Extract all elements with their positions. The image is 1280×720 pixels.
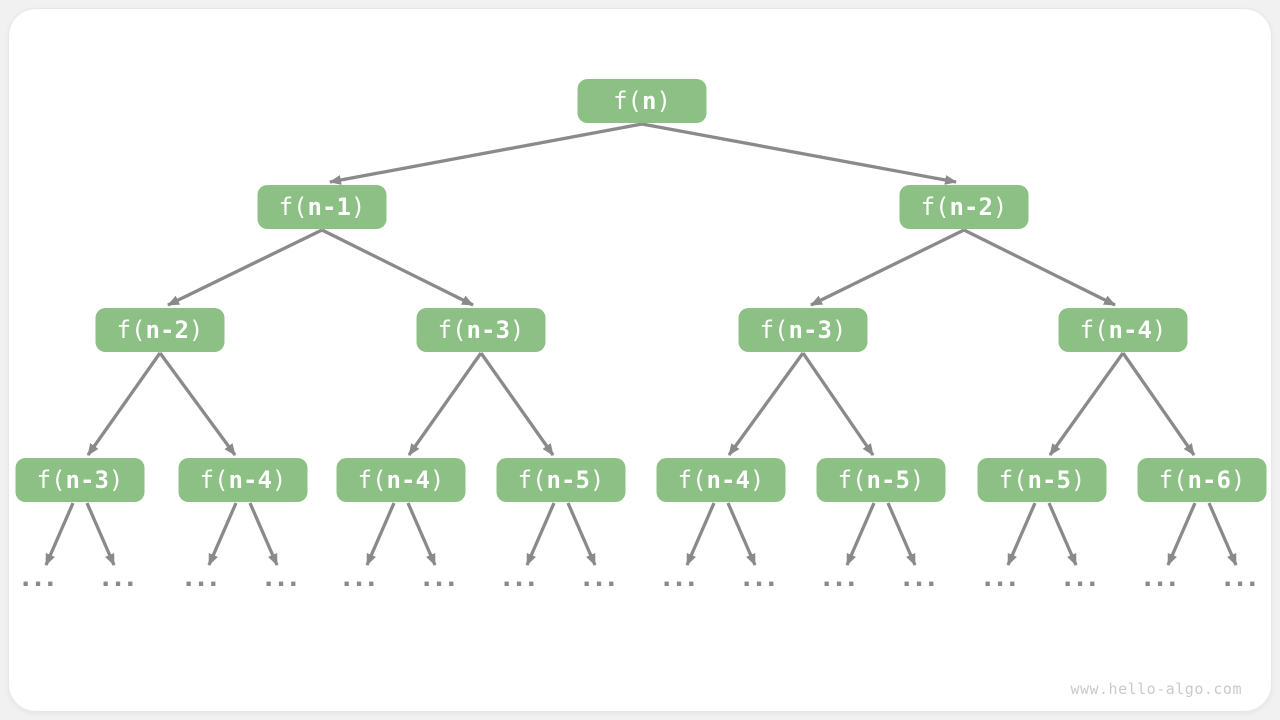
tree-node: f(n-5) xyxy=(496,458,626,502)
node-label-segment: n-5 xyxy=(546,466,590,494)
ellipsis: ... xyxy=(264,560,302,593)
node-label-segment: ) xyxy=(656,87,671,115)
ellipsis: ... xyxy=(742,560,780,593)
ellipsis: ... xyxy=(342,560,380,593)
tree-node: f(n-5) xyxy=(816,458,946,502)
ellipsis: ... xyxy=(1223,560,1261,593)
ellipsis: ... xyxy=(21,560,59,593)
ellipsis: ... xyxy=(101,560,139,593)
node-label-segment: ) xyxy=(429,466,445,494)
node-label-segment: f( xyxy=(613,87,642,115)
node-label-segment: ) xyxy=(350,193,366,221)
node-label-segment: n-4 xyxy=(1108,316,1152,344)
node-label-segment: f( xyxy=(199,466,229,494)
ellipsis: ... xyxy=(582,560,620,593)
node-label-segment: f( xyxy=(437,316,467,344)
ellipsis: ... xyxy=(422,560,460,593)
node-label-segment: n-5 xyxy=(1027,466,1071,494)
node-label-segment: f( xyxy=(36,466,66,494)
node-label-segment: ) xyxy=(108,466,124,494)
node-label-segment: n-3 xyxy=(466,316,510,344)
node-label-segment: ) xyxy=(1151,316,1167,344)
node-label-segment: n-4 xyxy=(706,466,750,494)
node-label-segment: ) xyxy=(188,316,204,344)
tree-node: f(n-5) xyxy=(977,458,1107,502)
node-label-segment: ) xyxy=(749,466,765,494)
node-label-segment: ) xyxy=(1070,466,1086,494)
node-label-segment: f( xyxy=(837,466,867,494)
tree-node: f(n) xyxy=(577,79,707,123)
watermark: www.hello-algo.com xyxy=(1070,680,1242,698)
ellipsis: ... xyxy=(502,560,540,593)
node-label-segment: n-1 xyxy=(307,193,351,221)
tree-node: f(n-6) xyxy=(1137,458,1267,502)
tree-node: f(n-1) xyxy=(257,185,387,229)
tree-node: f(n-4) xyxy=(178,458,308,502)
node-label-segment: ) xyxy=(1230,466,1246,494)
node-label-segment: ) xyxy=(271,466,287,494)
node-label-segment: ) xyxy=(589,466,605,494)
ellipsis: ... xyxy=(902,560,940,593)
node-label-segment: f( xyxy=(998,466,1028,494)
node-label-segment: n-4 xyxy=(228,466,272,494)
ellipsis: ... xyxy=(983,560,1021,593)
ellipsis: ... xyxy=(822,560,860,593)
ellipsis: ... xyxy=(1063,560,1101,593)
node-label-segment: n-3 xyxy=(65,466,109,494)
node-label-segment: n-2 xyxy=(949,193,993,221)
node-label-segment: f( xyxy=(517,466,547,494)
node-label-segment: f( xyxy=(1158,466,1188,494)
node-label-segment: ) xyxy=(831,316,847,344)
node-label-segment: ) xyxy=(909,466,925,494)
tree-node: f(n-3) xyxy=(416,308,546,352)
node-label-segment: n-4 xyxy=(386,466,430,494)
ellipsis: ... xyxy=(1143,560,1181,593)
node-label-segment: f( xyxy=(759,316,789,344)
node-label-segment: n-6 xyxy=(1187,466,1231,494)
node-label-segment: f( xyxy=(116,316,146,344)
node-label-segment: f( xyxy=(1079,316,1109,344)
ellipsis: ... xyxy=(662,560,700,593)
node-label-segment: ) xyxy=(509,316,525,344)
node-label-segment: n-3 xyxy=(788,316,832,344)
tree-node: f(n-4) xyxy=(336,458,466,502)
tree-node: f(n-4) xyxy=(656,458,786,502)
node-label-segment: n xyxy=(642,87,657,115)
tree-node: f(n-3) xyxy=(15,458,145,502)
node-label-segment: f( xyxy=(677,466,707,494)
tree-node: f(n-2) xyxy=(899,185,1029,229)
ellipsis: ... xyxy=(184,560,222,593)
node-label-segment: ) xyxy=(992,193,1008,221)
node-label-segment: n-5 xyxy=(866,466,910,494)
tree-node: f(n-2) xyxy=(95,308,225,352)
tree-node: f(n-4) xyxy=(1058,308,1188,352)
node-label-segment: n-2 xyxy=(145,316,189,344)
tree-node: f(n-3) xyxy=(738,308,868,352)
node-label-segment: f( xyxy=(357,466,387,494)
node-label-segment: f( xyxy=(278,193,308,221)
node-label-segment: f( xyxy=(920,193,950,221)
